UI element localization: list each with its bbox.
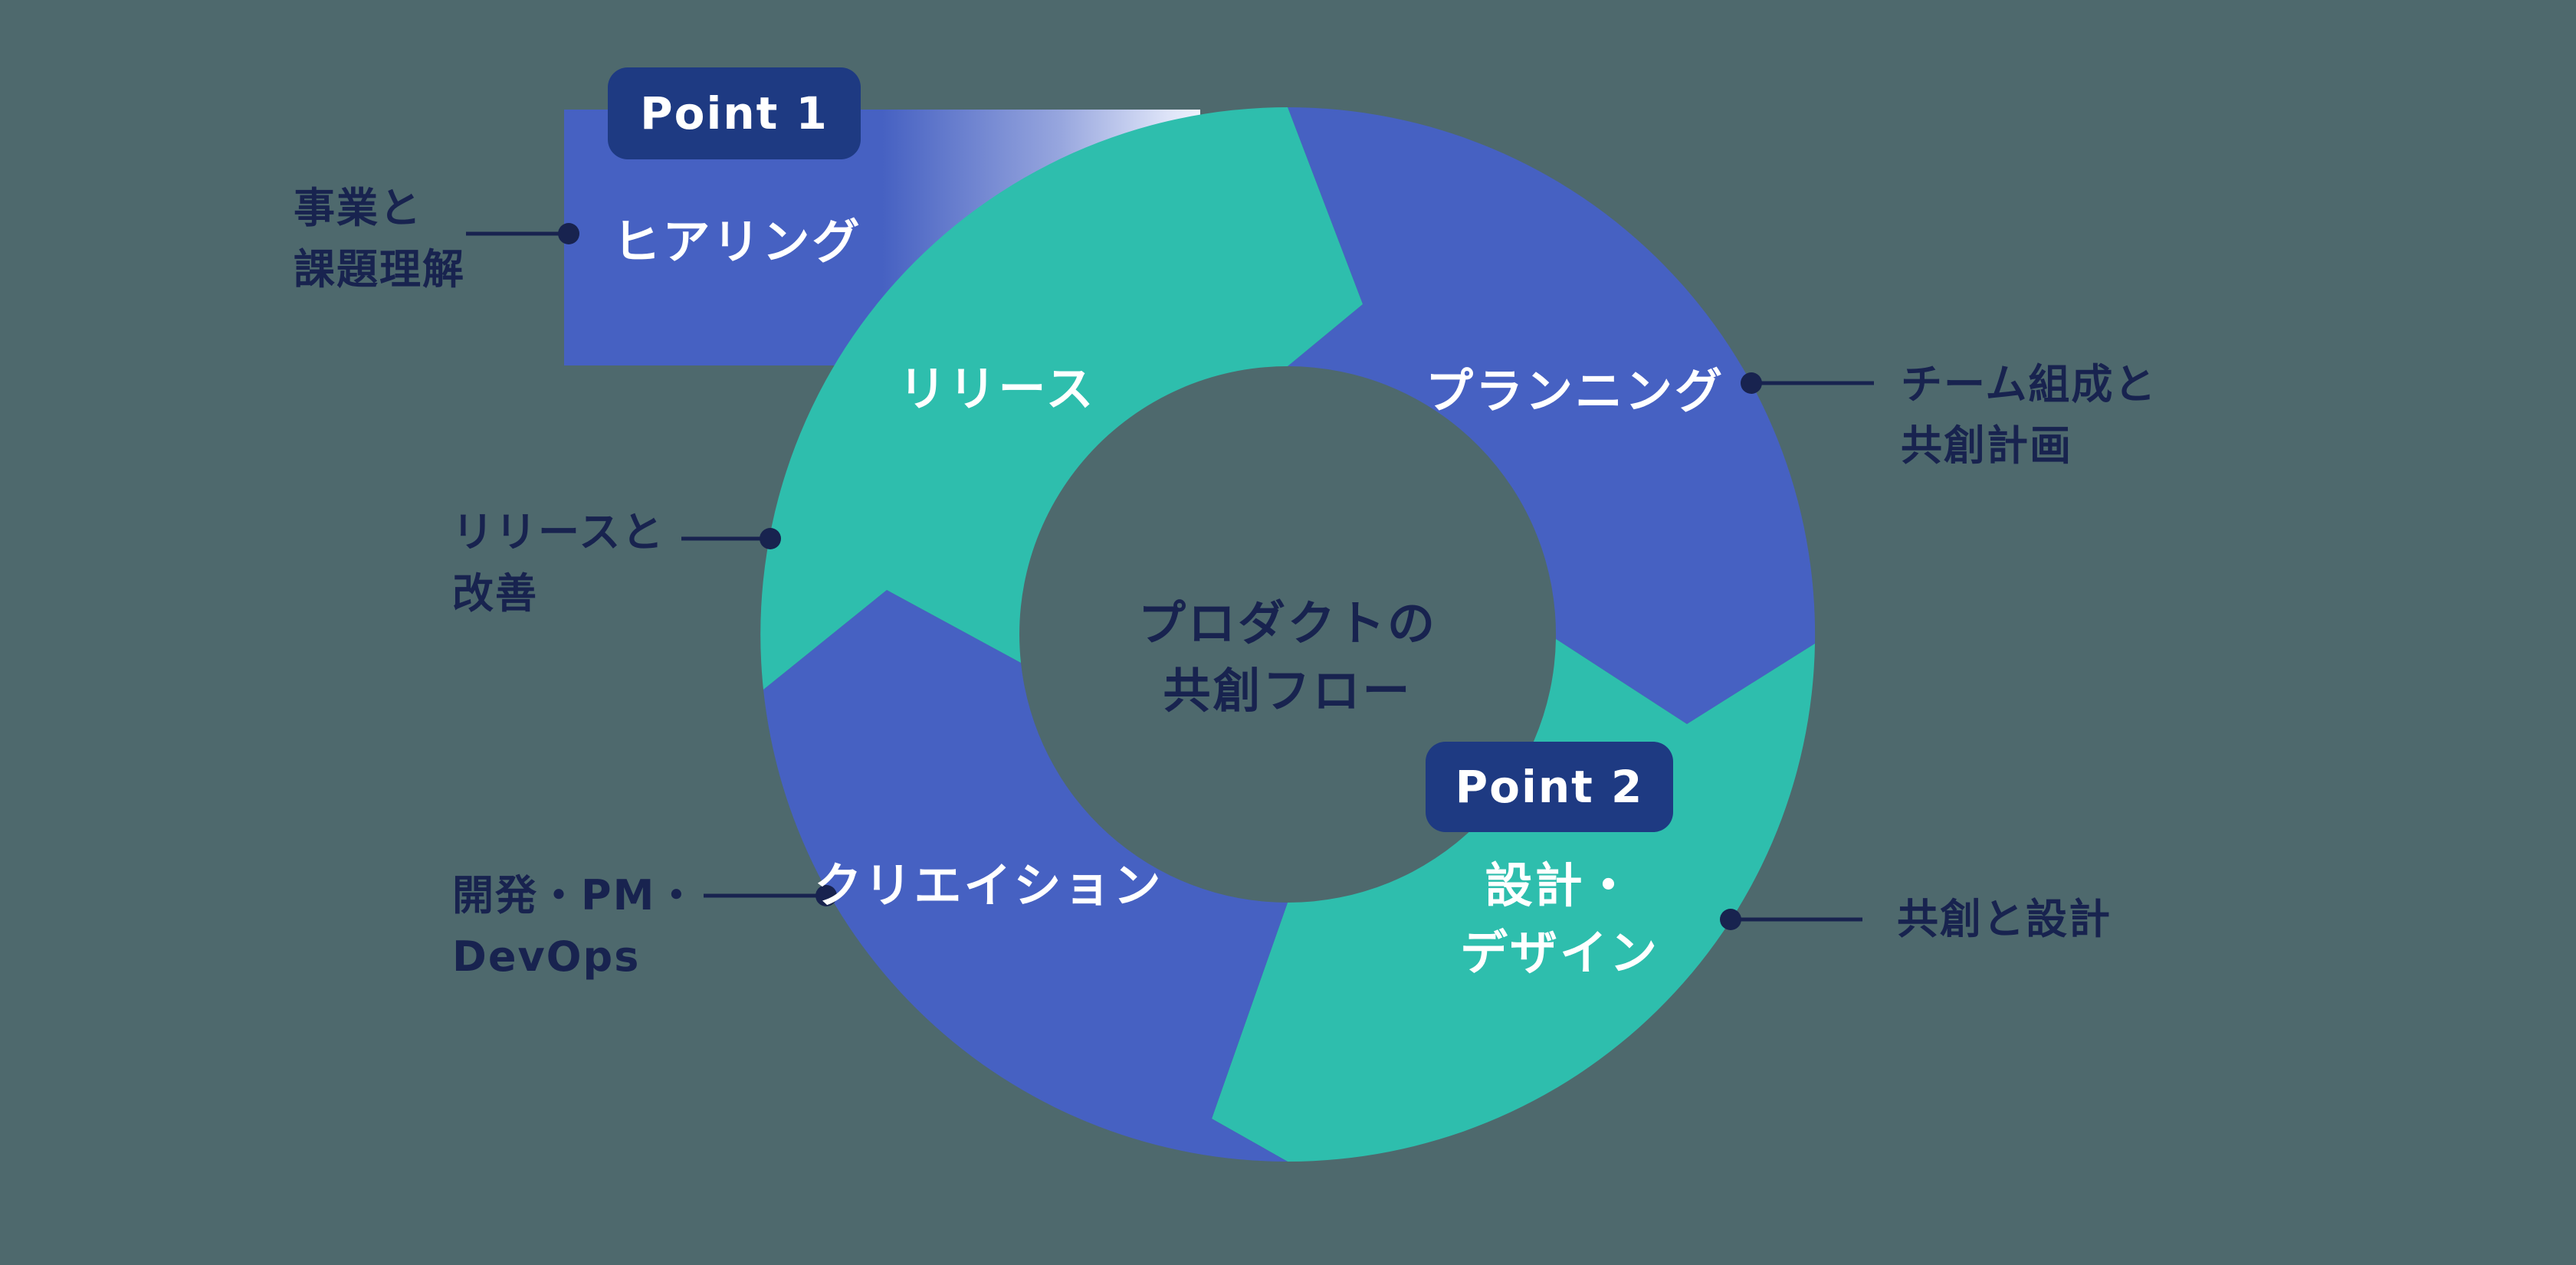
annotation-dev-line1: 開発・PM・ [452,871,699,919]
connector-dot-cocreation [1720,909,1741,930]
annotation-team-line2: 共創計画 [1901,421,2072,470]
annotation-business-issues: 事業と 課題理解 [294,178,465,300]
center-title-line2: 共創フロー [1163,663,1413,719]
segment-planning [1288,107,1816,724]
segment-label-design-line1: 設計・ [1485,857,1635,913]
annotation-cocreation-line1: 共創と設計 [1897,895,2112,943]
annotation-release-improve-line2: 改善 [452,569,538,618]
connector-dot-release-improve [760,528,781,549]
annotation-business-line2: 課題理解 [294,245,465,293]
connector-dot-dev [815,885,837,906]
annotation-business-line1: 事業と [294,184,422,232]
center-title: プロダクトの 共創フロー [1138,590,1437,725]
annotation-release-improvement: リリースと 改善 [452,502,665,624]
annotation-team-plan: チーム組成と 共創計画 [1901,354,2157,477]
segment-label-release: リリース [898,361,1096,417]
point1-badge-label: Point 1 [640,87,829,139]
connector-dot-business [558,223,579,244]
center-title-line1: プロダクトの [1137,595,1438,651]
segment-label-design: 設計・ デザイン [1460,852,1659,987]
segment-release [760,107,1363,690]
segment-label-design-line2: デザイン [1459,925,1660,981]
annotation-release-improve-line1: リリースと [452,508,665,556]
segment-label-hearing: ヒアリング [612,214,862,270]
segment-label-planning: プランニング [1425,363,1725,419]
point2-badge: Point 2 [1426,742,1673,832]
segment-creation [763,590,1288,1162]
segment-label-creation: クリエイション [814,857,1163,913]
point2-badge-label: Point 2 [1455,761,1644,813]
annotation-team-line1: チーム組成と [1901,360,2158,408]
annotation-dev-pm-devops: 開発・PM・ DevOps [452,865,698,988]
annotation-cocreation-design: 共創と設計 [1897,889,2112,950]
connector-dot-team [1741,372,1762,394]
annotation-dev-line2: DevOps [452,932,641,981]
point1-badge: Point 1 [608,67,861,159]
